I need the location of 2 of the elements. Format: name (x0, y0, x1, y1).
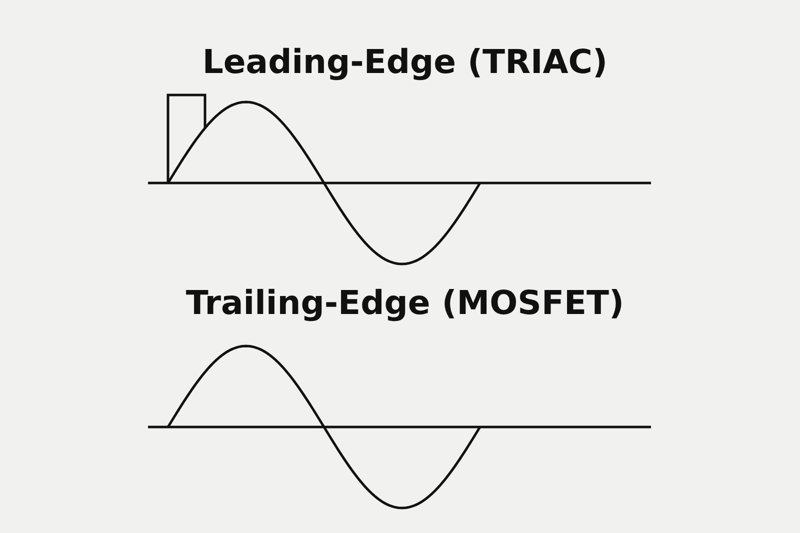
heading: Leading-Edge (TRIAC) (201, 42, 609, 81)
heading: Trailing-Edge (MOSFET) (184, 283, 626, 322)
